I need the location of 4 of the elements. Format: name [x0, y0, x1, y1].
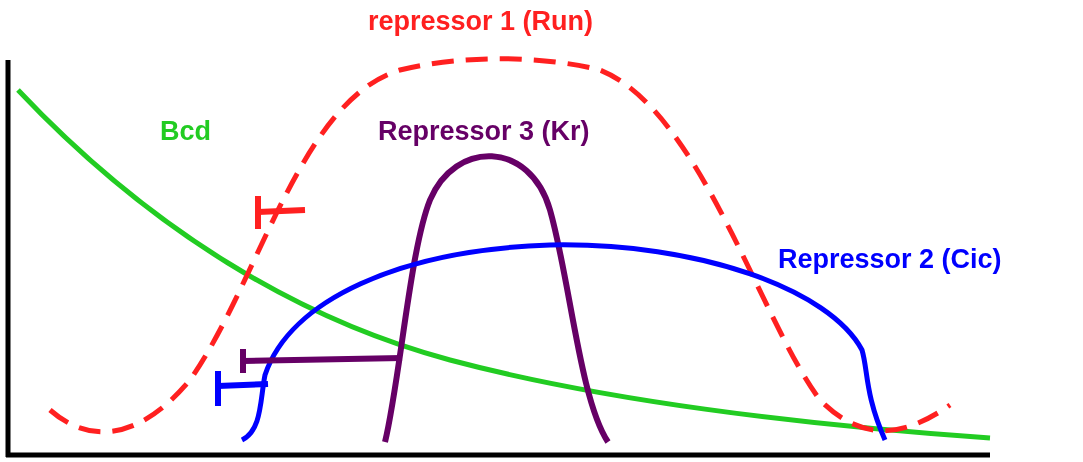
- curve-label: Repressor 2 (Cic): [778, 246, 1002, 273]
- curve-label: Bcd: [160, 118, 211, 145]
- curve-label: repressor 1 (Run): [368, 8, 594, 35]
- curve-label: Repressor 3 (Kr): [378, 118, 590, 145]
